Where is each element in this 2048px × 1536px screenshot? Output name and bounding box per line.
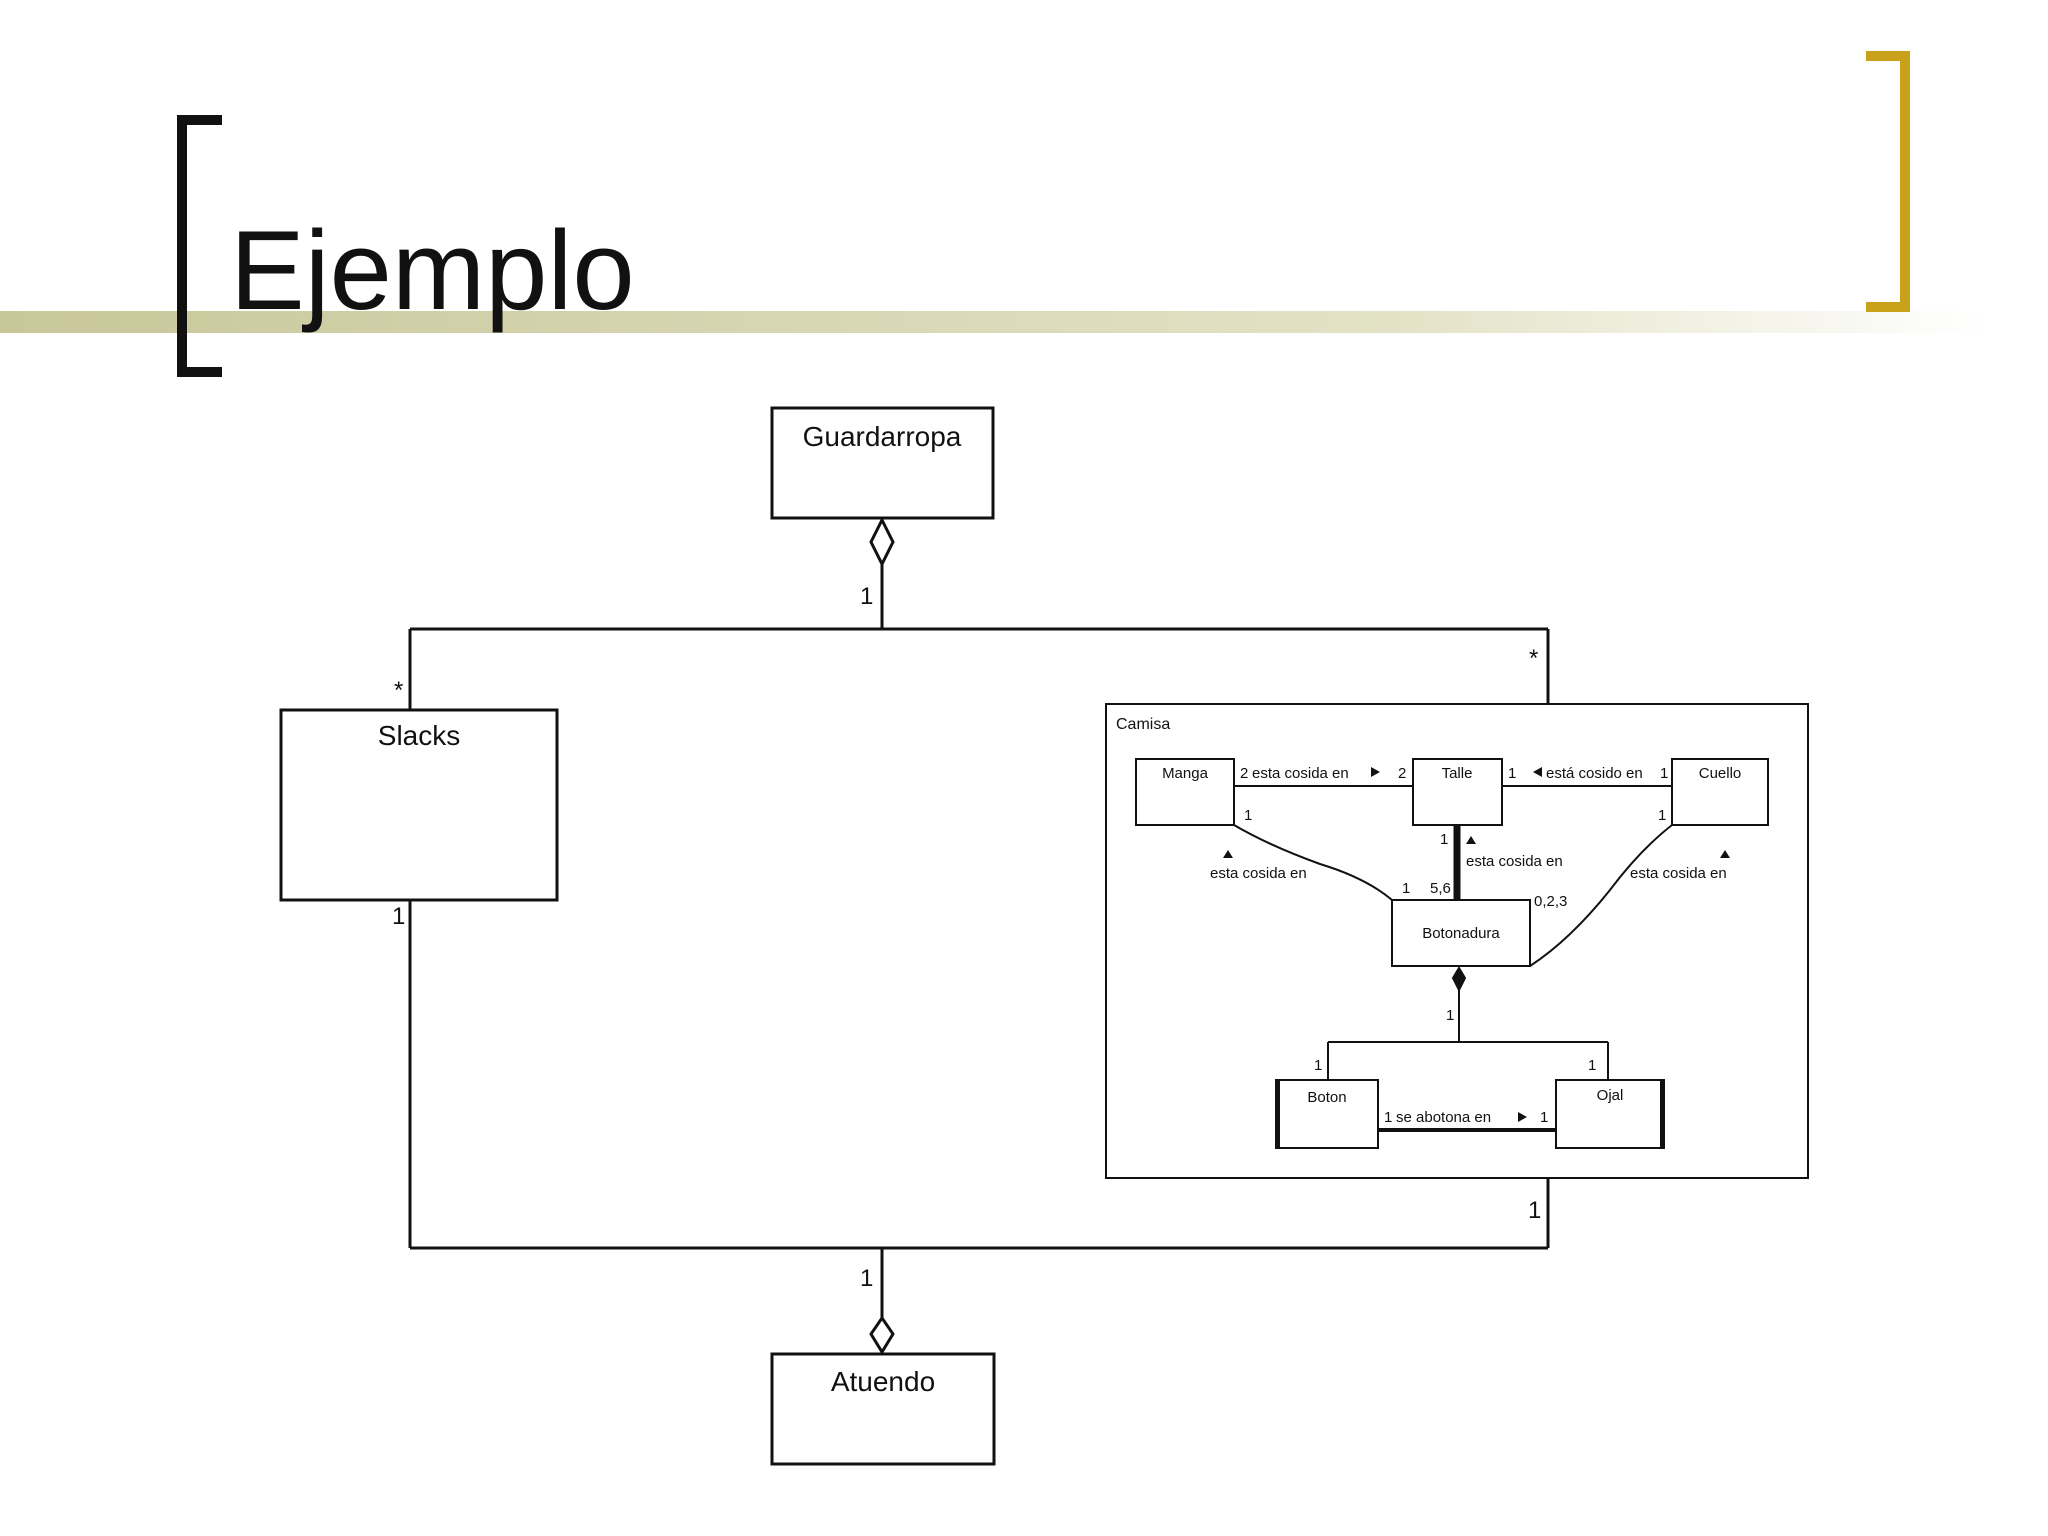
left-bracket-icon: [177, 115, 222, 377]
direction-right-icon: [1371, 767, 1380, 777]
mult-camisa-bottom: 1: [1528, 1197, 1541, 1224]
assoc-talle-botonadura-label: esta cosida en: [1466, 853, 1563, 870]
mult-manga-talle-left: 2: [1240, 765, 1248, 782]
mult-atuendo: 1: [860, 1265, 873, 1292]
class-guardarropa-label: Guardarropa: [803, 421, 962, 452]
class-talle: [1412, 758, 1503, 826]
mult-botonadura-down: 1: [1446, 1007, 1454, 1024]
class-camisa-label: Camisa: [1116, 716, 1170, 733]
class-botonadura: [1391, 899, 1531, 967]
direction-up-icon: [1223, 850, 1233, 858]
assoc-cuello-botonadura: [1529, 824, 1673, 967]
mult-camisa-top: *: [1529, 645, 1538, 672]
assoc-cuello-talle-label: está cosido en: [1546, 765, 1643, 782]
direction-right-icon: [1518, 1112, 1527, 1122]
mult-talle-down: 1: [1440, 831, 1448, 848]
direction-up-icon: [1720, 850, 1730, 858]
class-manga: [1135, 758, 1235, 826]
class-ojal: [1555, 1079, 1665, 1149]
mult-botonadura-right: 0,2,3: [1534, 893, 1567, 910]
slide-title: Ejemplo: [230, 208, 635, 333]
mult-cuello-talle-left: 1: [1508, 765, 1516, 782]
mult-botonadura-center: 5,6: [1430, 880, 1451, 897]
class-cuello: [1671, 758, 1769, 826]
aggregation-diamond-bottom-icon: [869, 1315, 895, 1355]
class-slacks-label: Slacks: [378, 720, 460, 751]
uml-diagram: Guardarropa 1 * * Slacks 1 1 1 Atuendo: [279, 406, 1809, 1466]
class-ojal-label: Ojal: [1597, 1087, 1624, 1104]
class-boton-label: Boton: [1307, 1089, 1346, 1106]
class-cuello-label: Cuello: [1699, 765, 1742, 782]
class-boton: [1275, 1079, 1379, 1149]
title-area: Ejemplo: [0, 51, 1990, 377]
mult-manga-talle-right: 2: [1398, 765, 1406, 782]
mult-ojal-up: 1: [1588, 1057, 1596, 1074]
mult-cuello-talle-right: 1: [1660, 765, 1668, 782]
assoc-manga-botonadura-label: esta cosida en: [1210, 865, 1307, 882]
mult-boton-ojal-left: 1: [1384, 1109, 1392, 1126]
direction-up-icon: [1466, 836, 1476, 844]
aggregation-diamond-top-icon: [869, 516, 895, 568]
mult-botonadura-left: 1: [1402, 880, 1410, 897]
right-bracket-icon: [1866, 51, 1910, 312]
class-camisa: Camisa Manga Talle Cuello 2 esta cosida …: [1105, 703, 1809, 1179]
mult-manga-down: 1: [1244, 807, 1252, 824]
assoc-manga-talle-label: esta cosida en: [1252, 765, 1349, 782]
class-talle-label: Talle: [1442, 765, 1473, 782]
mult-slacks-top: *: [394, 677, 403, 704]
assoc-boton-ojal-label: se abotona en: [1396, 1109, 1491, 1126]
mult-boton-ojal-right: 1: [1540, 1109, 1548, 1126]
assoc-cuello-botonadura-label: esta cosida en: [1630, 865, 1727, 882]
class-atuendo: Atuendo: [770, 1352, 996, 1466]
class-botonadura-label: Botonadura: [1422, 925, 1500, 942]
mult-slacks-bottom: 1: [392, 903, 405, 930]
title-rule: [0, 311, 1990, 333]
class-slacks: Slacks: [279, 708, 559, 902]
assoc-manga-botonadura: [1233, 824, 1393, 901]
class-manga-label: Manga: [1162, 765, 1209, 782]
mult-boton-up: 1: [1314, 1057, 1322, 1074]
class-guardarropa: Guardarropa: [770, 406, 995, 520]
mult-cuello-down: 1: [1658, 807, 1666, 824]
mult-guardarropa: 1: [860, 583, 873, 610]
class-atuendo-label: Atuendo: [831, 1366, 935, 1397]
direction-left-icon: [1533, 767, 1542, 777]
